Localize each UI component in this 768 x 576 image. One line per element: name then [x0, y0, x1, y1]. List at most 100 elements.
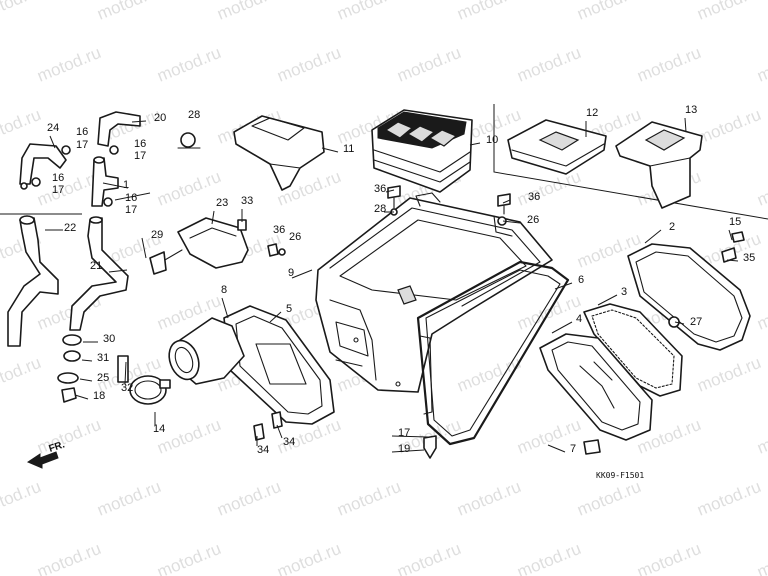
watermark-text: motod.ru — [634, 43, 703, 86]
watermark-text: motod.ru — [34, 415, 103, 458]
callout-c34b: 34 — [283, 436, 295, 448]
callout-c28a: 28 — [188, 109, 200, 121]
watermark-text: motod.ru — [154, 167, 223, 210]
callout-c26b: 26 — [527, 214, 539, 226]
leader-line — [221, 297, 229, 319]
watermark-text: motod.ru — [394, 43, 463, 86]
watermark-text: motod.ru — [694, 0, 763, 24]
leader-line — [79, 378, 93, 382]
watermark-text: motod.ru — [694, 105, 763, 148]
watermark-text: motod.ru — [34, 43, 103, 86]
callout-c23: 23 — [216, 197, 228, 209]
watermark-text: motod.ru — [0, 477, 44, 520]
leader-line — [554, 282, 573, 290]
leader-line — [102, 182, 129, 189]
watermark-text: motod.ru — [454, 0, 523, 24]
watermark-text: motod.ru — [34, 539, 103, 576]
inlet-duct-cover — [233, 115, 325, 191]
watermark-text: motod.ru — [214, 0, 283, 24]
callout-c17b: 17 — [134, 150, 146, 162]
watermark-text: motod.ru — [334, 0, 403, 24]
callout-c13: 13 — [685, 104, 697, 116]
callout-c8: 8 — [221, 284, 227, 296]
watermark-text: motod.ru — [514, 539, 583, 576]
leader-line — [502, 220, 521, 224]
leader-line — [391, 435, 429, 438]
callout-c24: 24 — [47, 122, 59, 134]
callout-c36c: 36 — [528, 191, 540, 203]
callout-c3: 3 — [621, 286, 627, 298]
leader-line — [684, 117, 687, 133]
callout-c10: 10 — [486, 134, 498, 146]
front-direction-indicator: FR. — [26, 439, 67, 469]
element-frame — [539, 333, 653, 441]
tee-joint — [91, 156, 119, 207]
callout-c11: 11 — [343, 143, 354, 155]
leader-line — [391, 449, 425, 453]
watermark-text: motod.ru — [754, 291, 768, 334]
watermark-text: motod.ru — [574, 0, 643, 24]
front-arrow-icon — [26, 451, 59, 469]
callout-c36a: 36 — [374, 183, 386, 195]
watermark-text: motod.ru — [694, 353, 763, 396]
leader-line — [211, 210, 215, 225]
leader-line — [728, 229, 733, 241]
breather-hose-upper — [19, 111, 141, 190]
leader-line — [385, 189, 395, 193]
side-cover-upper — [507, 119, 607, 175]
drawing-code: KK09-F1501 — [596, 471, 644, 480]
watermark-text: motod.ru — [454, 477, 523, 520]
callout-c36b: 36 — [273, 224, 285, 236]
callout-c17c: 17 — [52, 184, 64, 196]
leader-line — [124, 361, 127, 385]
callout-c2: 2 — [669, 221, 675, 233]
leader-line — [131, 120, 147, 123]
watermark-text: motod.ru — [274, 539, 343, 576]
watermark-text: motod.ru — [154, 415, 223, 458]
watermark-text: motod.ru — [94, 477, 163, 520]
watermark-text: motod.ru — [154, 539, 223, 576]
leader-line — [726, 259, 739, 262]
case-gasket — [416, 260, 570, 446]
leader-line — [321, 147, 339, 153]
watermark-text: motod.ru — [574, 477, 643, 520]
watermark-text: motod.ru — [0, 0, 44, 24]
leader-line — [49, 135, 56, 149]
inset-box-right — [493, 104, 768, 220]
leader-line — [74, 394, 89, 400]
leader-line — [644, 229, 662, 244]
callout-c16c: 16 — [52, 172, 64, 184]
callout-c16a: 16 — [76, 126, 88, 138]
leader-line — [276, 424, 283, 439]
watermark-text: motod.ru — [394, 539, 463, 576]
callout-c32: 32 — [121, 382, 133, 394]
hose-band — [129, 375, 171, 405]
callout-c17d: 17 — [125, 204, 137, 216]
callout-c19: 19 — [398, 443, 410, 455]
leader-line — [114, 192, 151, 201]
callout-c4: 4 — [576, 313, 582, 325]
callout-c15: 15 — [729, 216, 741, 228]
callout-c1: 1 — [123, 179, 129, 191]
front-label: FR. — [48, 439, 67, 455]
callout-c18: 18 — [93, 390, 105, 402]
callout-c16d: 16 — [125, 192, 137, 204]
leader-lines — [45, 117, 739, 453]
leader-line — [108, 269, 128, 273]
drain-hoses — [7, 215, 129, 347]
watermark-text: motod.ru — [754, 415, 768, 458]
drain-plug-stack — [57, 334, 82, 403]
leader-line — [547, 444, 566, 453]
callout-c16b: 16 — [134, 138, 146, 150]
callout-c31: 31 — [97, 352, 109, 364]
leader-line — [291, 269, 313, 279]
leader-line — [81, 359, 93, 362]
callout-c33: 33 — [241, 195, 253, 207]
watermark-text: motod.ru — [754, 539, 768, 576]
watermark-text: motod.ru — [274, 43, 343, 86]
callout-c34a: 34 — [257, 444, 269, 456]
air-cleaner-cover — [627, 243, 751, 351]
callout-c35: 35 — [743, 252, 755, 264]
